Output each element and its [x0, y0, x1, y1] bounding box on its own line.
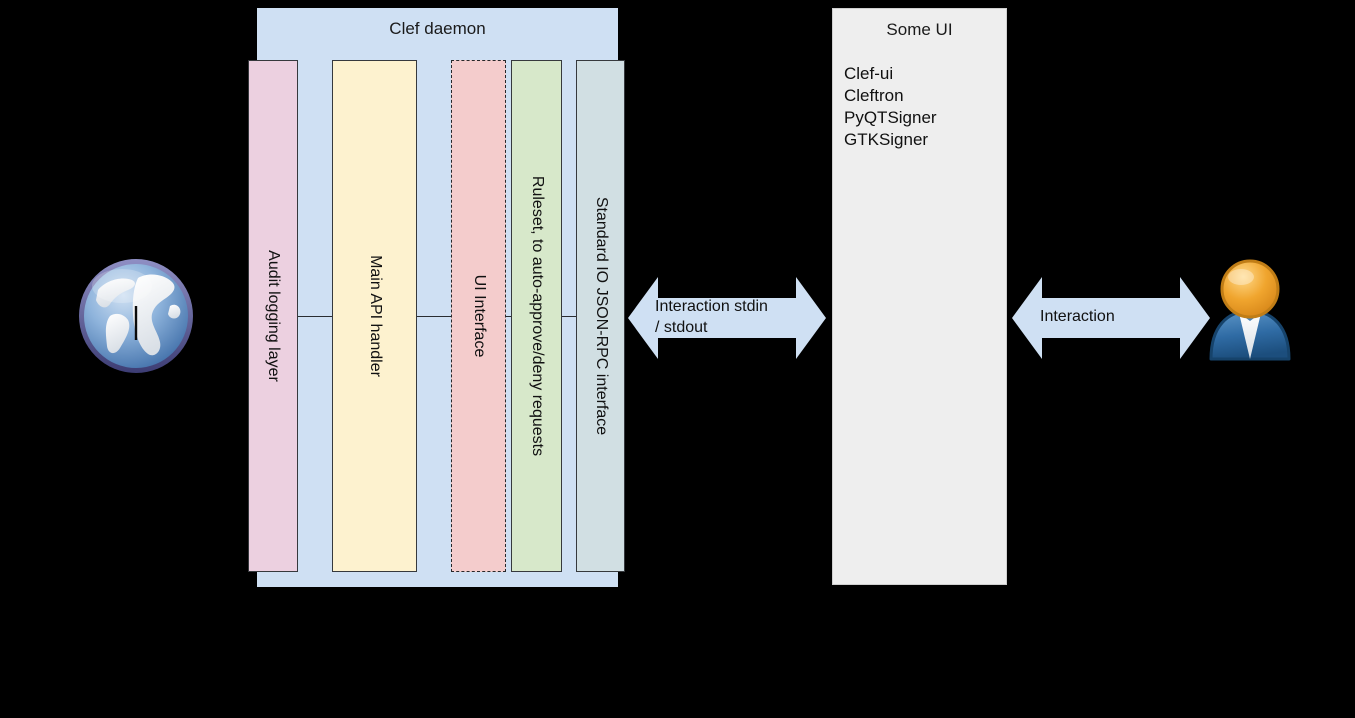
- list-item: PyQTSigner: [844, 108, 937, 127]
- list-item: GTKSigner: [844, 130, 929, 149]
- box-main-api-handler[interactable]: Main API handler: [332, 60, 417, 572]
- stdio-arrow-label: Interaction stdin / stdout: [655, 298, 768, 336]
- globe-icon: [74, 254, 198, 378]
- user-icon: [1203, 255, 1297, 365]
- box-audit-logging-layer-label: Audit logging layer: [265, 250, 282, 382]
- box-ui-interface-label: UI Interface: [470, 274, 488, 358]
- list-item: Clef-ui: [844, 64, 894, 83]
- box-audit-logging-layer[interactable]: Audit logging layer: [248, 60, 298, 572]
- clef-daemon-container: [257, 8, 618, 587]
- box-standard-io-jsonrpc-interface[interactable]: Standard IO JSON-RPC interface: [576, 60, 625, 572]
- box-ruleset[interactable]: Ruleset, to auto-approve/deny requests: [511, 60, 562, 572]
- interaction-arrow-label: Interaction: [1040, 308, 1115, 325]
- some-ui-title: Some UI: [886, 20, 953, 39]
- connector-ruleset-stdio: [561, 316, 577, 317]
- box-standard-io-jsonrpc-interface-label: Standard IO JSON-RPC interface: [592, 196, 610, 436]
- connector-uiinterface-ruleset: [505, 316, 512, 317]
- box-ruleset-label: Ruleset, to auto-approve/deny requests: [528, 175, 546, 457]
- interaction-double-arrow: [1012, 275, 1210, 361]
- some-ui-panel[interactable]: Some UI Clef-ui Cleftron PyQTSigner GTKS…: [832, 8, 1007, 585]
- connector-api-uiinterface: [416, 316, 452, 317]
- clef-daemon-title: Clef daemon: [389, 19, 486, 38]
- box-main-api-handler-label: Main API handler: [366, 255, 384, 377]
- connector-audit-api: [297, 316, 333, 317]
- stdio-double-arrow: [628, 275, 826, 361]
- list-item: Cleftron: [844, 86, 904, 105]
- some-ui-list: Clef-ui Cleftron PyQTSigner GTKSigner: [844, 63, 937, 151]
- box-ui-interface[interactable]: UI Interface: [451, 60, 506, 572]
